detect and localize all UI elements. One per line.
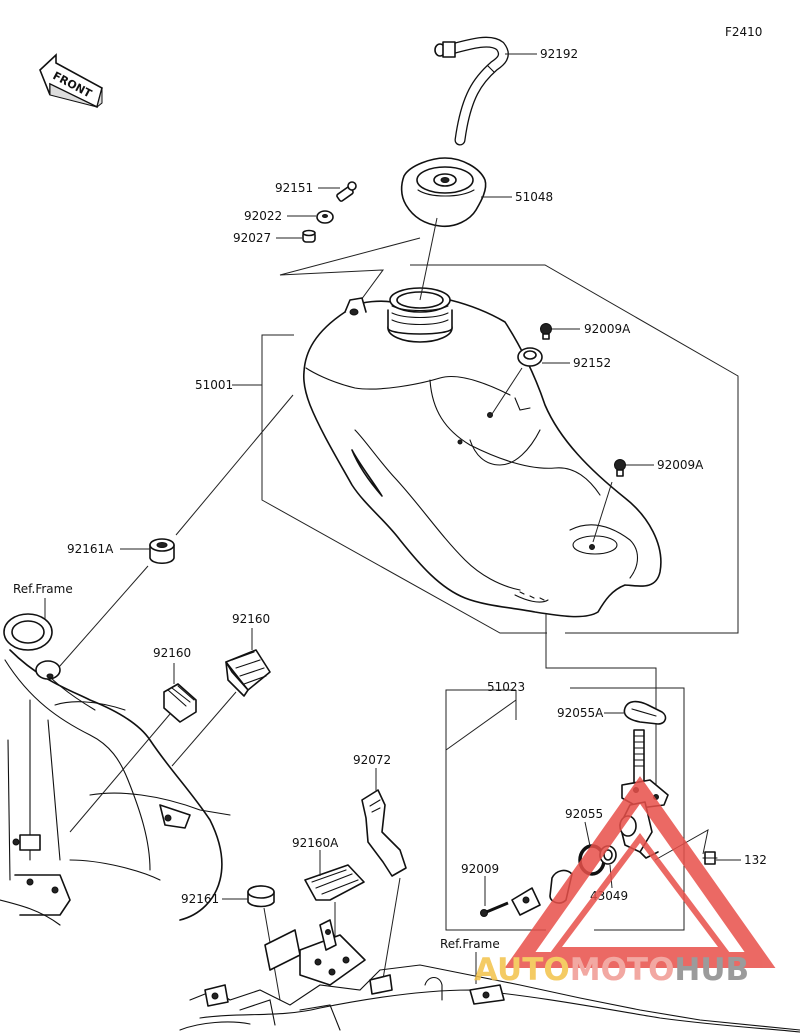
label-51001: 51001 xyxy=(195,378,233,392)
grommet-92152 xyxy=(517,347,543,367)
label-92160a: 92160A xyxy=(292,836,339,850)
label-92009: 92009 xyxy=(461,862,499,876)
frame-bottom xyxy=(179,919,800,1033)
collar-92027 xyxy=(302,229,316,243)
bolt-92009a-mid xyxy=(614,459,626,477)
label-92027: 92027 xyxy=(233,231,271,245)
label-132: 132 xyxy=(744,853,767,867)
rubber-92160a xyxy=(304,864,365,901)
strap-92072 xyxy=(361,789,407,877)
label-92055a: 92055A xyxy=(557,706,604,720)
automotohub-watermark-logo: AUTOMOTOHUB xyxy=(474,776,776,988)
rubber-92160-right xyxy=(225,649,271,697)
diagram-code: F2410 xyxy=(725,25,762,39)
damper-92161 xyxy=(247,885,275,908)
label-92151: 92151 xyxy=(275,181,313,195)
fuel-tank xyxy=(302,287,662,618)
label-92160-left: 92160 xyxy=(153,646,191,660)
bolt-132 xyxy=(702,851,718,865)
breather-hose xyxy=(434,36,509,146)
watermark-text-auto: AUTOMOTOHUB xyxy=(474,952,749,988)
label-51023: 51023 xyxy=(487,680,525,694)
washer-92022 xyxy=(316,210,334,224)
bolt-92009a-top xyxy=(540,323,552,340)
fuel-cap xyxy=(400,157,487,228)
damper-92161a xyxy=(149,538,175,565)
ref-frame-label-left: Ref.Frame xyxy=(13,582,73,596)
label-92161: 92161 xyxy=(181,892,219,906)
screw-92009 xyxy=(480,901,509,917)
label-92161a: 92161A xyxy=(67,542,114,556)
ref-frame-label-bottom: Ref.Frame xyxy=(440,937,500,951)
bolt-92151 xyxy=(336,181,357,202)
rubber-92160-left xyxy=(163,683,197,723)
front-arrow-icon: FRONT xyxy=(39,53,103,109)
label-92192: 92192 xyxy=(540,47,578,61)
frame-left xyxy=(0,613,231,926)
label-92009a-top: 92009A xyxy=(584,322,631,336)
label-92055: 92055 xyxy=(565,807,603,821)
label-92152: 92152 xyxy=(573,356,611,370)
label-92072: 92072 xyxy=(353,753,391,767)
gasket-92055a xyxy=(623,700,667,725)
label-92022: 92022 xyxy=(244,209,282,223)
label-92009a-mid: 92009A xyxy=(657,458,704,472)
label-92160-right: 92160 xyxy=(232,612,270,626)
label-51048: 51048 xyxy=(515,190,553,204)
